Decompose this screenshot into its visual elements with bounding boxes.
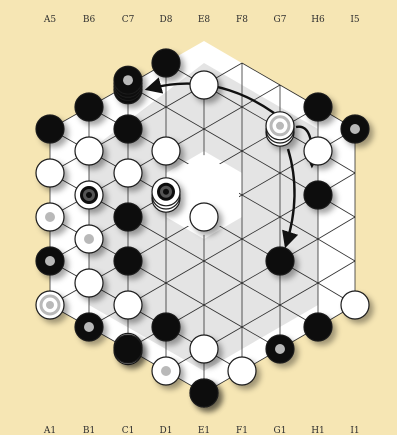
piece-marker xyxy=(46,301,54,309)
game-piece[interactable] xyxy=(36,247,64,275)
game-piece[interactable] xyxy=(75,269,103,297)
game-piece[interactable] xyxy=(304,93,332,121)
piece-marker xyxy=(123,75,133,85)
game-piece[interactable] xyxy=(190,71,218,99)
game-piece[interactable] xyxy=(36,203,64,231)
piece-disc xyxy=(152,137,180,165)
top-coordinate-labels: A5 B6 C7 D8 E8 F8 G7 H6 I5 xyxy=(43,15,360,25)
game-piece[interactable] xyxy=(114,203,142,231)
piece-disc xyxy=(114,159,142,187)
game-piece[interactable] xyxy=(266,112,294,146)
game-piece[interactable] xyxy=(75,137,103,165)
label-top-a5: A5 xyxy=(43,15,56,25)
game-piece[interactable] xyxy=(114,247,142,275)
game-piece[interactable] xyxy=(36,115,64,143)
game-piece[interactable] xyxy=(341,291,369,319)
label-top-e8: E8 xyxy=(198,15,211,25)
piece-target-inner xyxy=(163,189,169,195)
label-top-b6: B6 xyxy=(83,15,96,25)
piece-disc xyxy=(190,71,218,99)
game-piece[interactable] xyxy=(266,247,294,275)
piece-target-inner xyxy=(86,192,92,198)
piece-disc xyxy=(152,313,180,341)
label-top-f8: F8 xyxy=(236,15,248,25)
game-piece[interactable] xyxy=(114,159,142,187)
piece-marker xyxy=(45,256,55,266)
game-piece[interactable] xyxy=(36,291,64,319)
piece-disc xyxy=(114,247,142,275)
game-piece[interactable] xyxy=(114,115,142,143)
game-piece[interactable] xyxy=(114,291,142,319)
label-bottom-f1: F1 xyxy=(236,426,248,435)
game-piece[interactable] xyxy=(75,225,103,253)
game-piece[interactable] xyxy=(190,379,218,407)
game-piece[interactable] xyxy=(304,137,332,165)
label-bottom-h1: H1 xyxy=(311,426,325,435)
piece-disc xyxy=(341,291,369,319)
game-piece[interactable] xyxy=(152,137,180,165)
game-piece[interactable] xyxy=(75,313,103,341)
game-piece[interactable] xyxy=(228,357,256,385)
bottom-coordinate-labels: A1 B1 C1 D1 E1 F1 G1 H1 I1 xyxy=(43,426,360,435)
game-piece[interactable] xyxy=(190,335,218,363)
game-piece[interactable] xyxy=(152,357,180,385)
piece-marker xyxy=(45,212,55,222)
game-piece[interactable] xyxy=(266,335,294,363)
piece-disc xyxy=(75,93,103,121)
label-bottom-g1: G1 xyxy=(274,426,287,435)
game-piece[interactable] xyxy=(152,49,180,77)
label-bottom-i1: I1 xyxy=(350,426,359,435)
piece-disc xyxy=(75,137,103,165)
game-piece[interactable] xyxy=(304,313,332,341)
label-bottom-c1: C1 xyxy=(122,426,135,435)
game-piece[interactable] xyxy=(152,178,180,212)
label-bottom-b1: B1 xyxy=(83,426,95,435)
piece-disc xyxy=(304,313,332,341)
piece-disc xyxy=(36,159,64,187)
piece-marker xyxy=(84,322,94,332)
piece-disc xyxy=(75,269,103,297)
label-top-c7: C7 xyxy=(122,15,135,25)
piece-disc xyxy=(304,137,332,165)
piece-marker xyxy=(84,234,94,244)
piece-marker xyxy=(276,122,284,130)
game-piece[interactable] xyxy=(75,93,103,121)
piece-disc xyxy=(304,93,332,121)
game-piece[interactable] xyxy=(190,203,218,231)
game-piece[interactable] xyxy=(75,181,103,209)
piece-disc xyxy=(114,203,142,231)
piece-marker xyxy=(350,124,360,134)
piece-disc xyxy=(114,335,142,363)
piece-disc xyxy=(190,379,218,407)
piece-disc xyxy=(114,291,142,319)
piece-disc xyxy=(114,115,142,143)
label-top-i5: I5 xyxy=(350,15,360,25)
piece-disc xyxy=(266,247,294,275)
game-piece[interactable] xyxy=(114,335,142,363)
piece-marker xyxy=(275,344,285,354)
piece-marker xyxy=(161,366,171,376)
label-top-h6: H6 xyxy=(311,15,325,25)
piece-disc xyxy=(152,49,180,77)
game-piece[interactable] xyxy=(114,66,142,104)
label-bottom-a1: A1 xyxy=(43,426,56,435)
piece-disc xyxy=(304,181,332,209)
label-top-g7: G7 xyxy=(274,15,287,25)
piece-disc xyxy=(228,357,256,385)
piece-disc xyxy=(190,335,218,363)
piece-disc xyxy=(190,203,218,231)
game-piece[interactable] xyxy=(36,159,64,187)
game-piece[interactable] xyxy=(304,181,332,209)
label-bottom-d1: D1 xyxy=(160,426,173,435)
label-top-d8: D8 xyxy=(160,15,173,25)
piece-disc xyxy=(36,115,64,143)
game-piece[interactable] xyxy=(341,115,369,143)
label-bottom-e1: E1 xyxy=(198,426,210,435)
game-piece[interactable] xyxy=(152,313,180,341)
